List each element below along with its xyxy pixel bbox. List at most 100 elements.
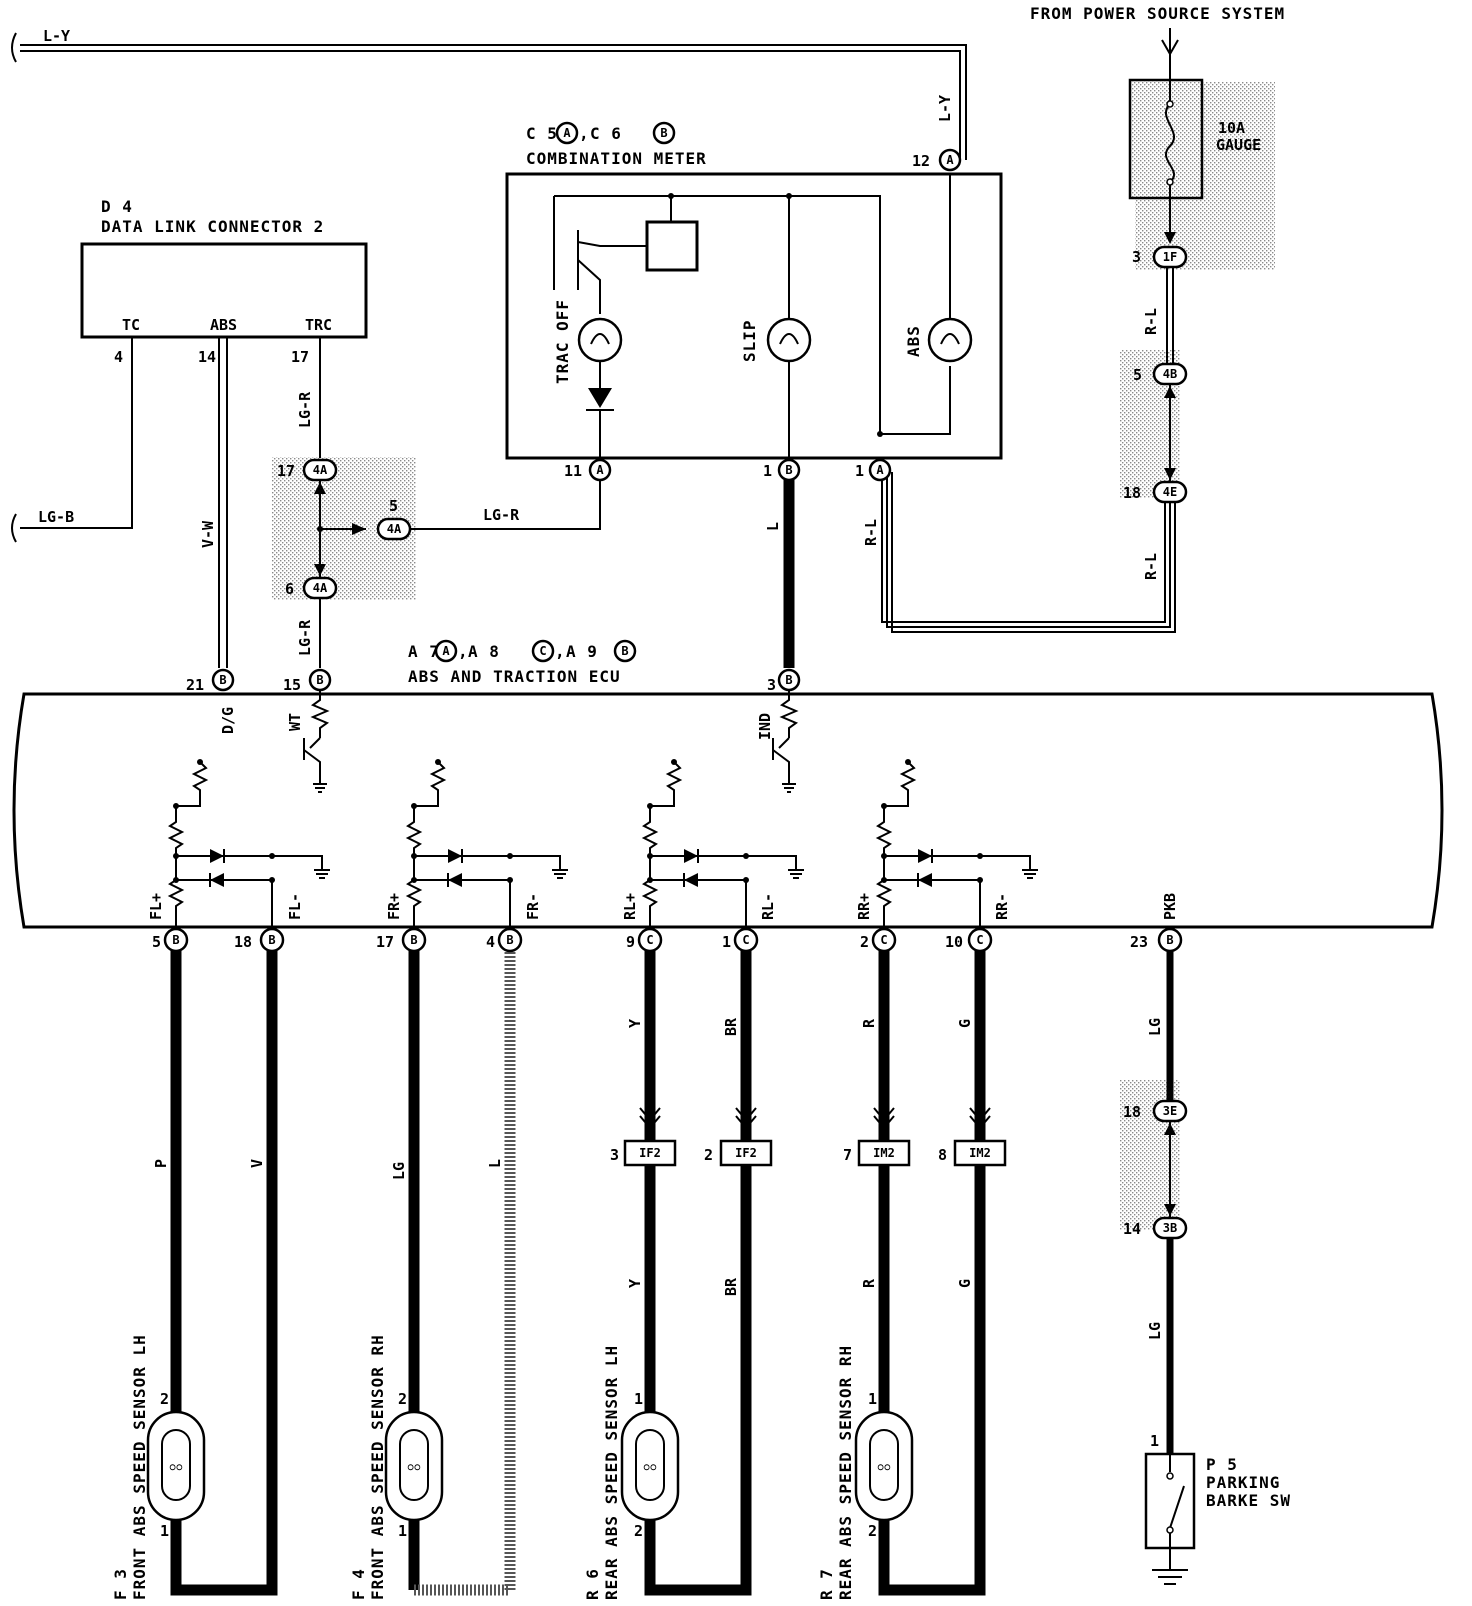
svg-text:2: 2 [634, 1522, 643, 1540]
svg-text:RR-: RR- [993, 893, 1011, 920]
svg-text:R: R [860, 1278, 878, 1288]
wire-break-icon [11, 32, 17, 63]
svg-text:A: A [442, 644, 450, 658]
wire-label-r-l: R-L [1142, 308, 1160, 335]
svg-text:17: 17 [376, 933, 394, 951]
svg-text:,: , [458, 642, 469, 661]
ecu-name: ABS AND TRACTION ECU [408, 667, 621, 686]
meter-ecu-block [645, 220, 699, 272]
wire-label-lg-r: LG-R [296, 391, 314, 428]
lamp-label-trac-off: TRAC OFF [553, 299, 572, 384]
sensor-circuit-rl [641, 759, 804, 927]
coil-icon: ೦೦ [643, 1459, 657, 1473]
wire-label-r-l-3: R-L [862, 519, 880, 546]
wire-label-lg-r-horiz: LG-R [483, 506, 520, 524]
svg-text:B: B [268, 933, 275, 947]
sensor-name-r6: REAR ABS SPEED SENSOR LH [602, 1345, 621, 1600]
svg-text:R: R [860, 1018, 878, 1028]
combination-meter-box [505, 172, 1003, 460]
svg-text:15: 15 [283, 676, 301, 694]
svg-text:B: B [219, 673, 226, 687]
ecu-bottom-pins: 5 B 18 B 17 B 4 B 9 C 1 C 2 C 10 C 23 B [152, 927, 1183, 953]
svg-text:WT: WT [286, 713, 304, 731]
lamp-label-abs: ABS [904, 325, 923, 357]
svg-text:10: 10 [945, 933, 963, 951]
svg-text:1: 1 [763, 462, 772, 480]
fuse-icon [1164, 72, 1176, 238]
dlc-name: DATA LINK CONNECTOR 2 [101, 217, 324, 236]
svg-text:14: 14 [198, 348, 216, 366]
svg-text:1: 1 [398, 1522, 407, 1540]
connector-if2-3 [623, 1139, 677, 1167]
svg-text:2: 2 [704, 1146, 713, 1164]
svg-text:5: 5 [1133, 366, 1142, 384]
wire-break-icon [11, 513, 17, 543]
svg-text:2: 2 [160, 1390, 169, 1408]
svg-text:C: C [976, 933, 983, 947]
svg-text:BR: BR [722, 1277, 740, 1296]
svg-text:1: 1 [1150, 1432, 1159, 1450]
svg-text:IM2: IM2 [969, 1146, 991, 1160]
svg-text:A: A [876, 463, 884, 477]
meter-pin-1a [868, 458, 892, 482]
sensor-ref-f4: F 4 [349, 1568, 368, 1600]
svg-text:3B: 3B [1163, 1221, 1177, 1235]
connector-arrow-icon [639, 1107, 661, 1130]
svg-text:FL-: FL- [286, 893, 304, 920]
svg-text:G: G [956, 1019, 974, 1028]
parking-sw-line2: BARKE SW [1206, 1491, 1291, 1510]
svg-text:LG: LG [1146, 1322, 1164, 1340]
svg-text:4: 4 [114, 348, 123, 366]
svg-text:PKB: PKB [1161, 893, 1179, 920]
transistor-icon [553, 196, 647, 314]
svg-text:FR+: FR+ [385, 893, 403, 920]
lamp-icon-trac-off [577, 317, 623, 363]
svg-text:B: B [506, 933, 513, 947]
lamp-label-slip: SLIP [740, 319, 759, 362]
svg-text:V: V [248, 1159, 266, 1168]
svg-text:4: 4 [486, 933, 495, 951]
wire-rr [878, 950, 986, 1596]
svg-text:11: 11 [564, 462, 582, 480]
wire-fl [170, 950, 278, 1596]
svg-text:3: 3 [767, 676, 776, 694]
svg-text:B: B [785, 673, 792, 687]
svg-text:1: 1 [855, 462, 864, 480]
svg-text:3: 3 [1132, 248, 1141, 266]
svg-text:A: A [946, 153, 954, 167]
svg-text:C: C [880, 933, 887, 947]
connector-im2-8 [953, 1139, 1007, 1167]
sensor-name-f3: FRONT ABS SPEED SENSOR LH [130, 1334, 149, 1600]
svg-text:4E: 4E [1163, 485, 1177, 499]
junction-1f [1152, 245, 1188, 269]
svg-text:RR+: RR+ [855, 893, 873, 920]
svg-text:TRC: TRC [305, 316, 332, 334]
wire-label-l: L [764, 522, 782, 531]
junction-3b [1152, 1216, 1188, 1240]
svg-text:C: C [742, 933, 749, 947]
connector-if2-2 [719, 1139, 773, 1167]
wire-label-r-l-2: R-L [1142, 553, 1160, 580]
svg-text:BR: BR [722, 1017, 740, 1036]
svg-text:2: 2 [398, 1390, 407, 1408]
connector-im2-7 [857, 1139, 911, 1167]
wire-label-lg-r-2: LG-R [296, 619, 314, 656]
svg-text:4A: 4A [313, 463, 328, 477]
svg-text:RL+: RL+ [621, 893, 639, 920]
svg-text:4A: 4A [387, 522, 402, 536]
speed-sensor-rr: ೦೦ [854, 1410, 914, 1522]
wire-label-l-y-vert: L-Y [936, 95, 954, 122]
speed-sensor-fl: ೦೦ [146, 1410, 206, 1522]
svg-text:B: B [410, 933, 417, 947]
sensor-circuit-fr [405, 759, 568, 927]
speed-sensor-rl: ೦೦ [620, 1410, 680, 1522]
svg-text:B: B [172, 933, 179, 947]
svg-text:A: A [596, 463, 604, 477]
svg-text:9: 9 [626, 933, 635, 951]
connector-arrow-icon [735, 1107, 757, 1130]
svg-text:3E: 3E [1163, 1104, 1177, 1118]
svg-text:6: 6 [285, 580, 294, 598]
svg-text:1: 1 [160, 1522, 169, 1540]
